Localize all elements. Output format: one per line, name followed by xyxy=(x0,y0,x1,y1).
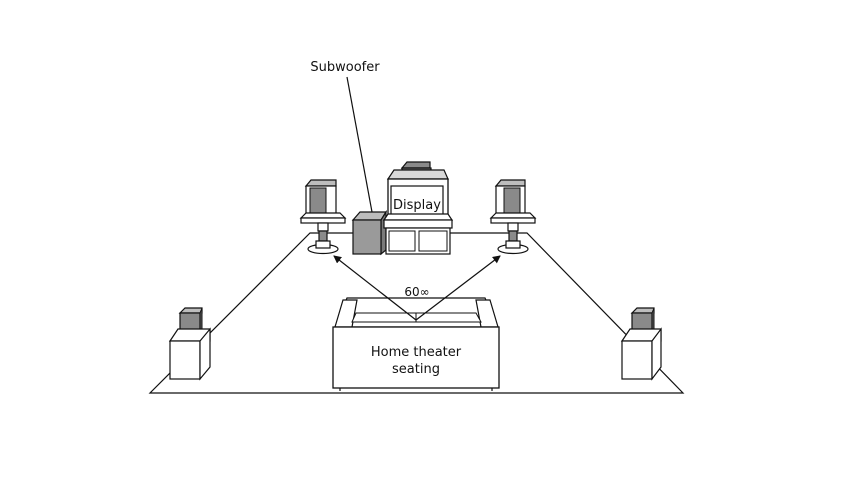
room-floor-outline xyxy=(148,232,685,394)
subwoofer-callout-line xyxy=(346,76,373,213)
seating-label-line1: Home theater xyxy=(371,345,462,360)
rear-left-speaker xyxy=(168,307,211,381)
angle-label: 60∞ xyxy=(404,285,429,299)
front-right-speaker xyxy=(489,179,537,255)
subwoofer-label: Subwoofer xyxy=(310,60,380,75)
front-left-speaker xyxy=(299,179,347,255)
listening-angle-arrows xyxy=(333,255,501,321)
home-theater-seating xyxy=(332,297,500,391)
tv-display xyxy=(382,161,454,255)
seating-label-line2: seating xyxy=(392,362,440,377)
rear-right-speaker xyxy=(620,307,662,381)
display-label: Display xyxy=(393,198,441,213)
subwoofer xyxy=(351,209,388,256)
